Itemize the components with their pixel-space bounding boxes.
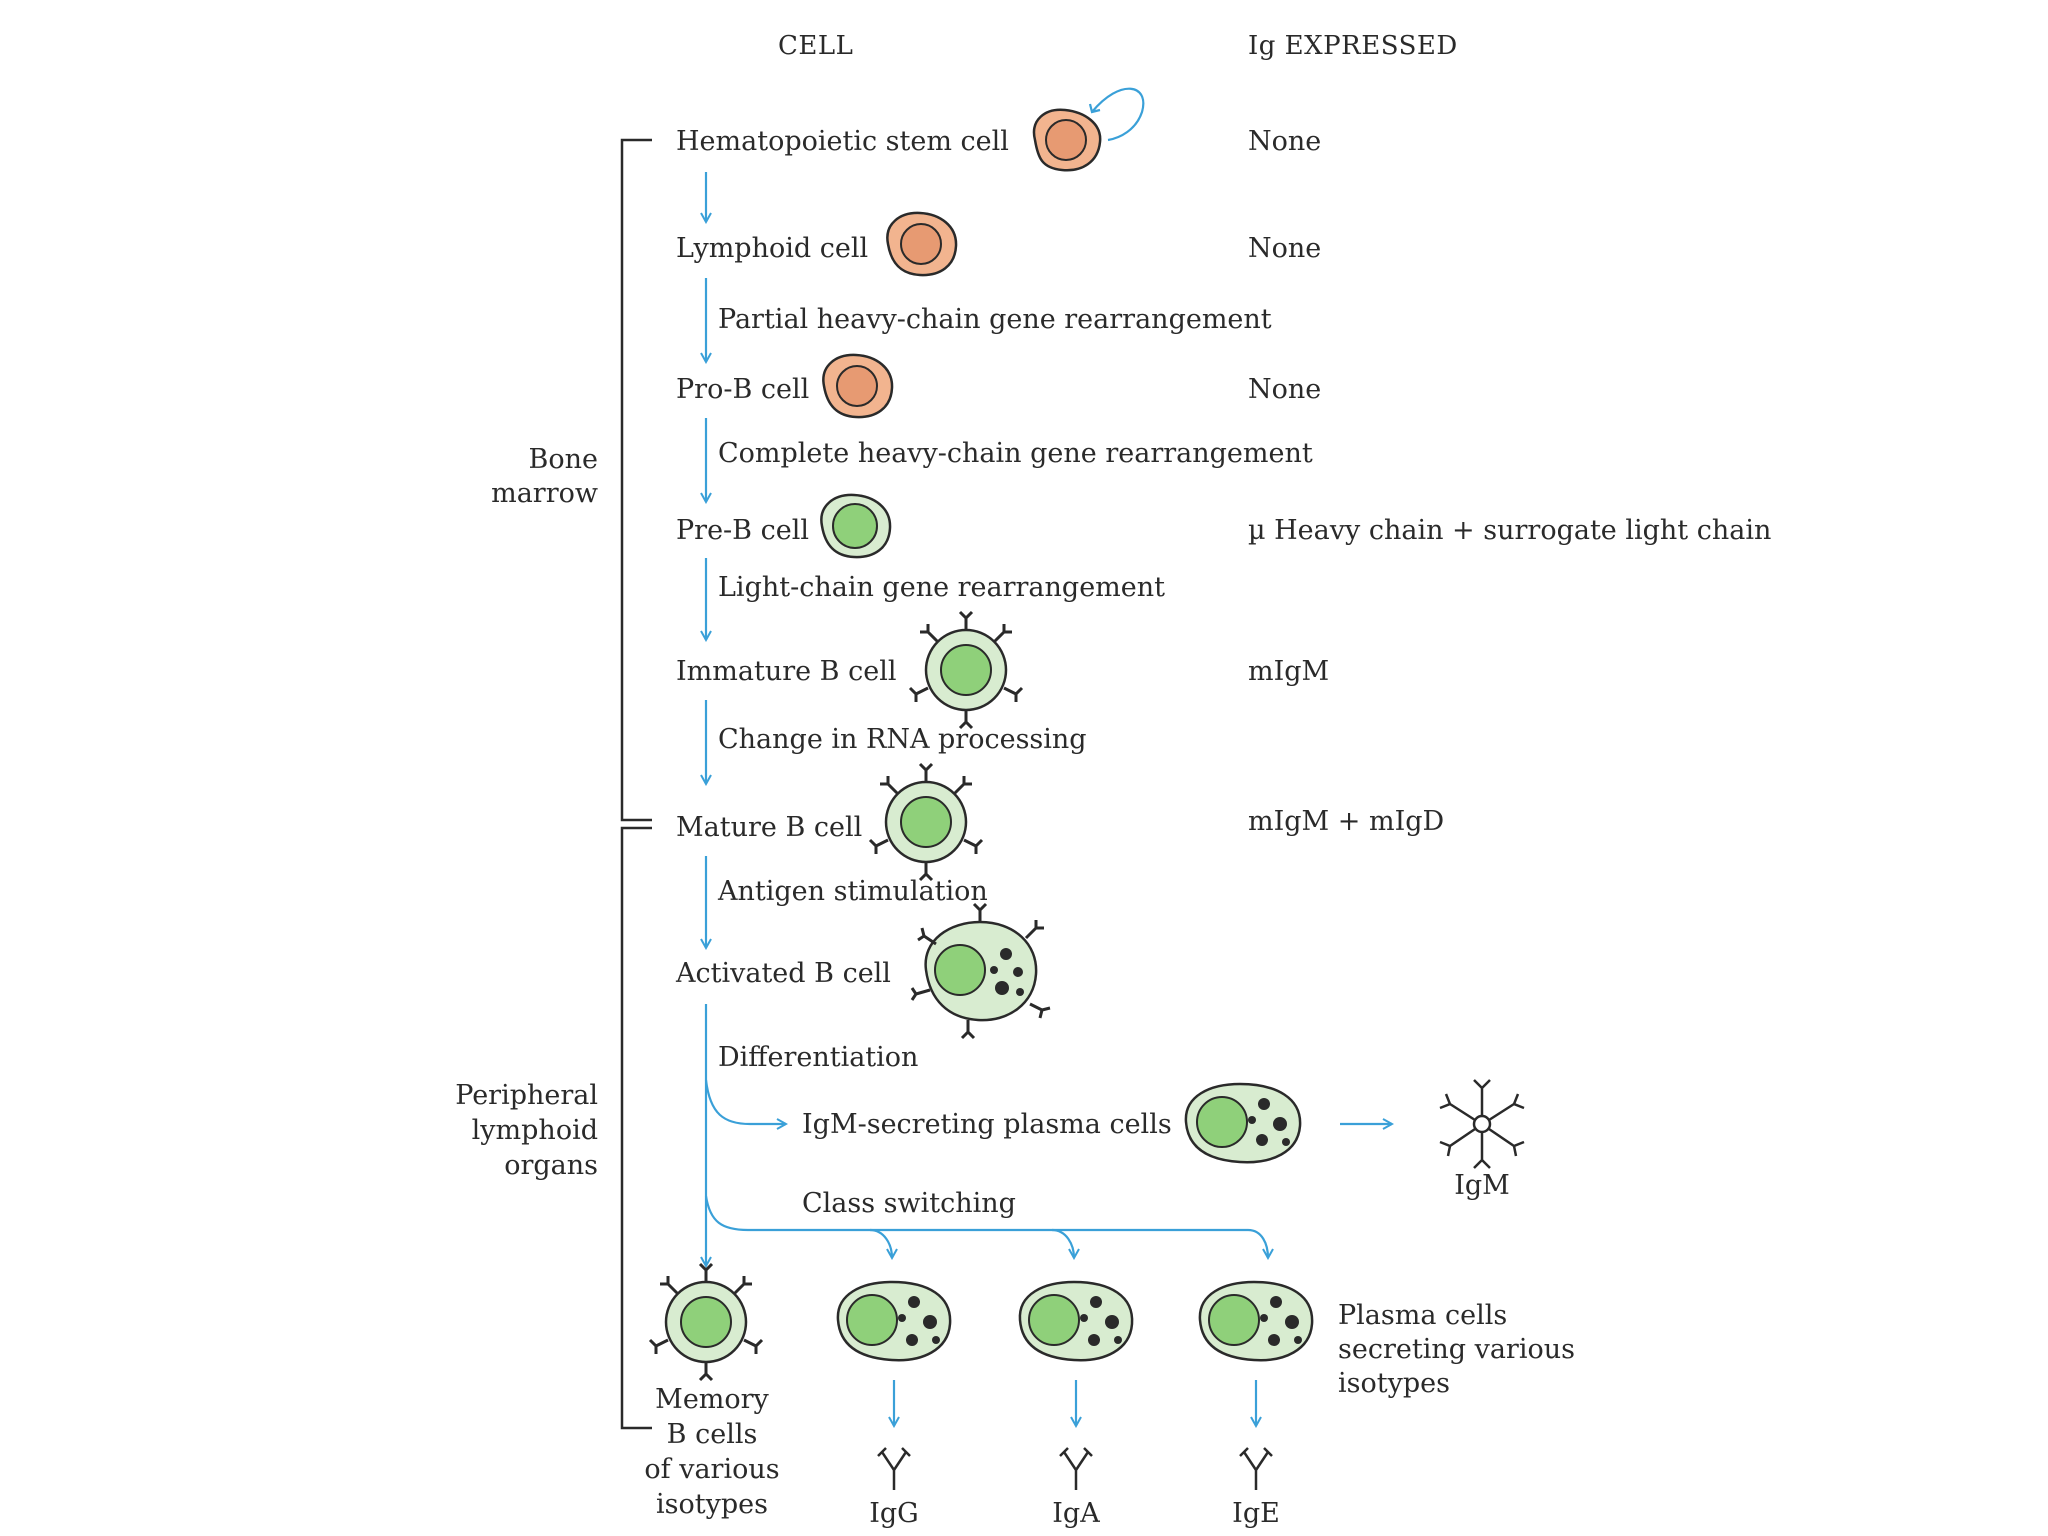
- iga-plasma-cell-icon: [1018, 1280, 1134, 1362]
- bone-marrow-bracket: [620, 138, 652, 822]
- stage-label-pro-b-cell: Pro-B cell: [676, 374, 809, 405]
- stage-label-pre-b-cell: Pre-B cell: [676, 515, 809, 546]
- arrow-to-igm-plasma: [704, 1079, 786, 1124]
- igg-antibody-icon: [877, 1447, 911, 1490]
- ig-value-pre-b-cell: µ Heavy chain + surrogate light chain: [1248, 515, 1771, 546]
- mature-b-cell-icon: [868, 762, 984, 882]
- plasma-note-1: Plasma cells: [1338, 1300, 1507, 1331]
- immature-b-cell-icon: [908, 610, 1024, 730]
- peripheral-label-3: organs: [504, 1150, 598, 1181]
- memory-label-4: isotypes: [656, 1489, 768, 1520]
- memory-b-cell-icon: [648, 1262, 764, 1382]
- ige-antibody-icon: [1239, 1447, 1273, 1490]
- ig-value-immature-b-cell: mIgM: [1248, 656, 1329, 687]
- ige-plasma-cell-icon: [1198, 1280, 1314, 1362]
- memory-label-2: B cells: [667, 1419, 758, 1450]
- iga-antibody-icon: [1059, 1447, 1093, 1490]
- class-switching-line: [704, 1195, 1268, 1258]
- ig-value-mature-b-cell: mIgM + mIgD: [1248, 806, 1444, 837]
- ig-value-pro-b-cell: None: [1248, 374, 1321, 405]
- igm-label: IgM: [1454, 1170, 1510, 1201]
- cell-column-header: CELL: [778, 31, 853, 61]
- class-switch-arrow-igg: [869, 1228, 892, 1258]
- ig-value-lymphoid-cell: None: [1248, 233, 1321, 264]
- transition-light-chain: Light-chain gene rearrangement: [718, 572, 1165, 603]
- peripheral-bracket: [620, 826, 652, 1430]
- transition-rna-processing: Change in RNA processing: [718, 724, 1087, 755]
- igm-plasma-label: IgM-secreting plasma cells: [802, 1109, 1172, 1140]
- ig-value-stem-cell: None: [1248, 126, 1321, 157]
- transition-complete-heavy-chain: Complete heavy-chain gene rearrangement: [718, 438, 1313, 469]
- peripheral-label-1: Peripheral: [455, 1080, 598, 1111]
- plasma-note-2: secreting various: [1338, 1334, 1575, 1365]
- class-switching-label: Class switching: [802, 1188, 1016, 1219]
- stage-label-mature-b-cell: Mature B cell: [676, 812, 862, 843]
- igm-plasma-cell-icon: [1184, 1082, 1302, 1164]
- peripheral-label-2: lymphoid: [472, 1115, 598, 1146]
- ig-expressed-column-header: Ig EXPRESSED: [1248, 31, 1458, 61]
- igg-label: IgG: [869, 1498, 919, 1529]
- transition-partial-heavy-chain: Partial heavy-chain gene rearrangement: [718, 304, 1272, 335]
- activated-b-cell-icon: [910, 902, 1051, 1040]
- pre-b-cell-icon: [820, 493, 892, 559]
- igm-pentamer-icon: [1439, 1079, 1525, 1169]
- hematopoietic-stem-cell-icon: [1032, 87, 1145, 172]
- bone-marrow-label-1: Bone: [529, 444, 598, 475]
- iga-label: IgA: [1052, 1498, 1100, 1529]
- stage-label-lymphoid-cell: Lymphoid cell: [676, 233, 868, 264]
- class-switch-arrow-iga: [1051, 1228, 1074, 1258]
- memory-label-1: Memory: [655, 1384, 769, 1415]
- plasma-note-3: isotypes: [1338, 1368, 1450, 1399]
- lymphoid-cell-icon: [886, 211, 958, 277]
- transition-antigen-stimulation: Antigen stimulation: [717, 876, 988, 907]
- stage-label-immature-b-cell: Immature B cell: [676, 656, 896, 687]
- igg-plasma-cell-icon: [836, 1280, 952, 1362]
- stage-label-activated-b-cell: Activated B cell: [675, 958, 891, 989]
- transition-differentiation: Differentiation: [718, 1042, 918, 1073]
- memory-label-3: of various: [644, 1454, 779, 1485]
- ige-label: IgE: [1232, 1498, 1280, 1529]
- pro-b-cell-icon: [822, 353, 894, 419]
- bone-marrow-label-2: marrow: [491, 478, 598, 509]
- stage-label-stem-cell: Hematopoietic stem cell: [676, 126, 1009, 157]
